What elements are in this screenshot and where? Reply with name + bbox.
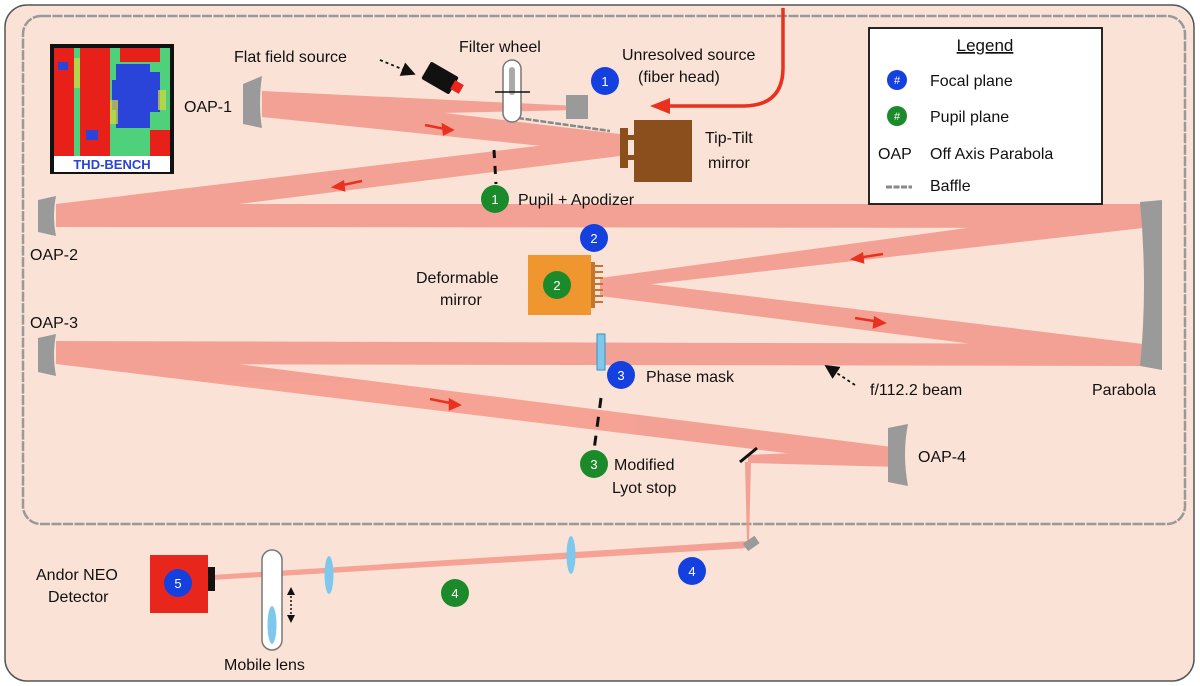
focal-marker-1: 1	[601, 74, 608, 89]
phase-mask-label: Phase mask	[646, 369, 735, 386]
mobile-lens-arrow-down	[287, 615, 295, 623]
pupil-marker-4: 4	[451, 586, 458, 601]
tiptilt-body	[634, 120, 692, 182]
legend-pupil-marker	[887, 106, 907, 126]
detector-label-2: Detector	[48, 589, 109, 606]
tiptilt-mirror-assembly	[620, 120, 692, 182]
beam-down-to-fold	[745, 462, 751, 545]
beam-parabola-to-dm	[600, 204, 1143, 290]
beam-oap3-to-oap4	[56, 341, 900, 467]
logo-caption: THD-BENCH	[73, 157, 150, 172]
flat-field-source	[421, 62, 464, 94]
oap2-label: OAP-2	[30, 247, 78, 264]
beam-oap1-to-tiptilt	[262, 91, 628, 155]
lens-2	[566, 536, 576, 574]
pupil-plane-markers: 1 2 3 4	[441, 185, 608, 607]
beam-paths	[56, 91, 1143, 580]
tiptilt-label-2: mirror	[708, 155, 750, 172]
legend-focal-label: Focal plane	[930, 73, 1013, 90]
legend-focal-symbol: #	[894, 75, 901, 87]
oap3-label: OAP-3	[30, 315, 78, 332]
legend-oap-abbr: OAP	[878, 146, 912, 163]
parabola-mirror	[1140, 200, 1162, 370]
detector-label-1: Andor NEO	[36, 567, 118, 584]
baffle-1	[517, 116, 611, 133]
phase-mask	[596, 333, 606, 371]
pupil-apodizer-label: Pupil + Apodizer	[518, 192, 635, 209]
beam-label: f/112.2 beam	[870, 382, 962, 399]
filter-wheel	[495, 59, 530, 123]
lens-1	[324, 556, 334, 594]
inner-enclosure	[21, 14, 1187, 526]
thd-bench-logo: THD-BENCH	[50, 44, 174, 174]
deformable-label-2: mirror	[440, 292, 482, 309]
beam-direction-arrows	[330, 122, 887, 411]
lyot-label-2: Lyot stop	[612, 480, 676, 497]
beam-to-detector	[212, 541, 748, 580]
legend-baffle-label: Baffle	[930, 178, 971, 195]
legend-focal-marker	[887, 70, 907, 90]
flat-field-arrow	[379, 59, 416, 76]
filter-wheel-label: Filter wheel	[459, 39, 541, 56]
oap2-mirror	[38, 196, 56, 236]
fold-mirror	[566, 95, 588, 119]
legend-box: Legend # Focal plane # Pupil plane OAP O…	[868, 27, 1103, 205]
deformable-label-1: Deformable	[416, 270, 499, 287]
focal-marker-4: 4	[688, 564, 695, 579]
component-labels: Flat field source Filter wheel Unresolve…	[30, 39, 1156, 674]
pupil-apodizer-stop	[492, 149, 498, 185]
lyot-label-1: Modified	[614, 457, 674, 474]
pupil-marker-2: 2	[553, 278, 560, 293]
oap1-mirror	[243, 76, 262, 128]
beam-oap4-to-fold	[748, 448, 900, 467]
focal-marker-3: 3	[617, 368, 624, 383]
fiber-cable	[665, 8, 785, 108]
fiber-head-label: (fiber head)	[638, 69, 720, 86]
oap1-label: OAP-1	[184, 99, 232, 116]
fold-mirror-3	[742, 535, 760, 552]
fiber-arrowhead	[650, 98, 670, 114]
flat-field-source-label: Flat field source	[234, 49, 347, 66]
focal-plane-markers: 1 2 3 4 5	[164, 67, 706, 597]
tiptilt-label-1: Tip-Tilt	[705, 130, 753, 147]
mobile-lens-holder	[261, 549, 283, 651]
oap4-mirror	[888, 424, 908, 486]
fold-mirror-2	[739, 446, 758, 464]
legend-pupil-symbol: #	[894, 111, 901, 123]
unresolved-source-label: Unresolved source	[622, 47, 756, 64]
focal-marker-2: 2	[590, 231, 597, 246]
oap4-label: OAP-4	[918, 449, 966, 466]
mobile-lens-arrow-up	[287, 587, 295, 595]
legend-title: Legend	[957, 36, 1014, 55]
beam-oap2-to-parabola	[56, 204, 1143, 228]
legend-oap-label: Off Axis Parabola	[930, 146, 1053, 163]
lyot-stop	[592, 397, 603, 451]
oap3-mirror	[38, 334, 56, 376]
pupil-marker-1: 1	[491, 192, 498, 207]
focal-marker-5: 5	[174, 576, 181, 591]
mobile-lens-label: Mobile lens	[224, 657, 305, 674]
mobile-lens	[267, 606, 277, 644]
legend-pupil-label: Pupil plane	[930, 109, 1009, 126]
parabola-label: Parabola	[1092, 382, 1156, 399]
pupil-marker-3: 3	[590, 457, 597, 472]
